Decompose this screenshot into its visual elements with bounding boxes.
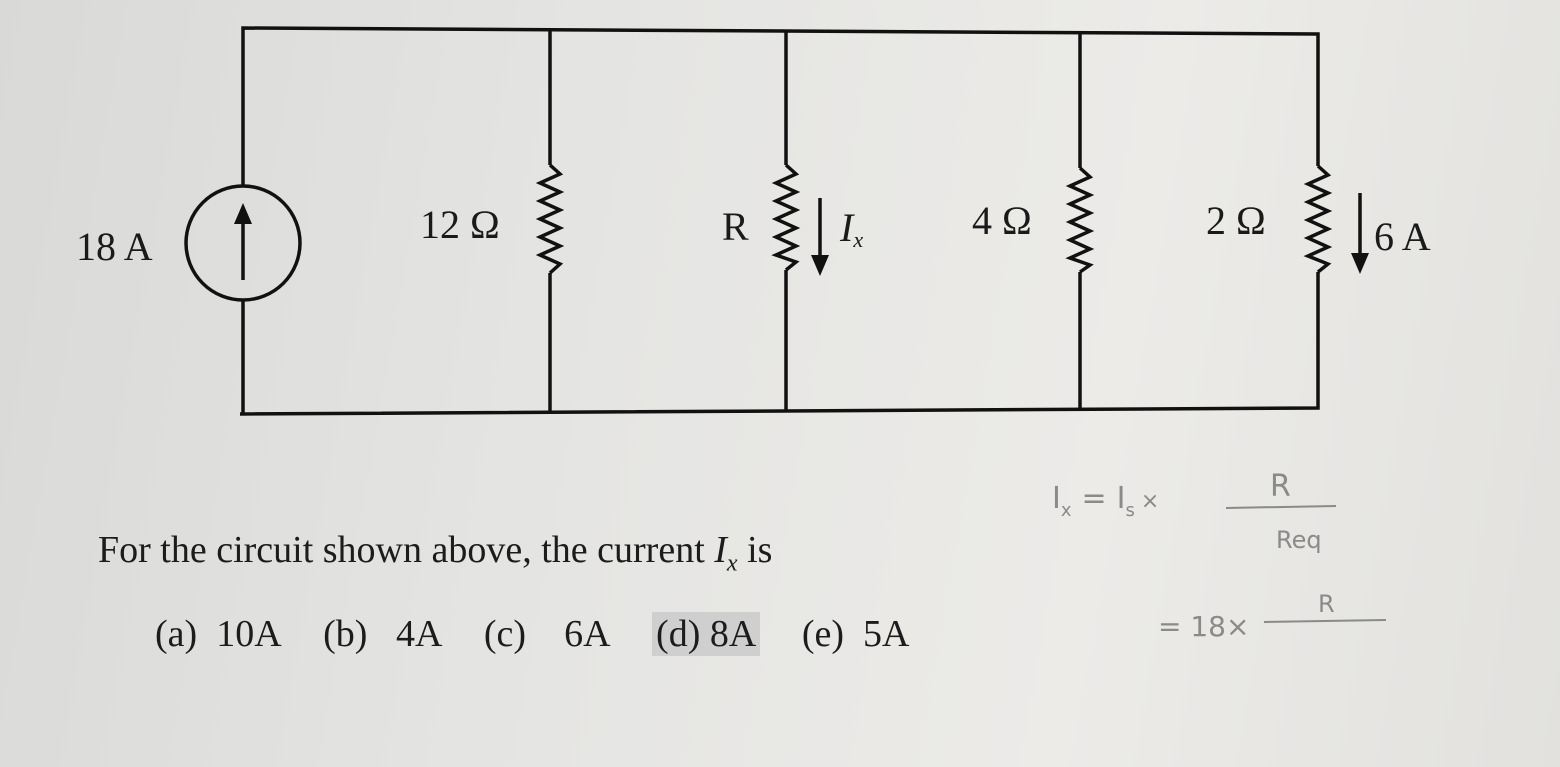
arrow-down-icon [1351, 253, 1369, 274]
handwriting-fraction-num: R [1270, 469, 1291, 504]
current-ix-label: Ix [839, 205, 863, 252]
arrow-down-icon [811, 255, 829, 276]
choice-a[interactable]: (a) 10A [155, 613, 282, 655]
resistor-4-ohm-label: 4 Ω [972, 198, 1032, 243]
handwriting-fraction-bar [1225, 505, 1337, 509]
source-label: 18 A [76, 224, 153, 269]
question-suffix: is [737, 529, 773, 571]
resistor-12-ohm-label: 12 Ω [420, 202, 500, 247]
answer-choices: (a) 10A (b) 4A (c) 6A (d) 8A (e) 5A [155, 612, 941, 656]
current-arrow-6a [1351, 193, 1369, 274]
choice-c[interactable]: (c) 6A [483, 613, 611, 655]
choice-b[interactable]: (b) 4A [323, 613, 443, 655]
arrow-up-icon [234, 203, 252, 224]
resistor-r [771, 163, 801, 272]
resistor-12-ohm [535, 163, 565, 275]
question-text: For the circuit shown above, the current… [98, 528, 772, 578]
choice-e[interactable]: (e) 5A [801, 613, 910, 655]
handwriting-line2-bar [1263, 619, 1387, 623]
handwriting-line2-num: R [1318, 590, 1335, 618]
handwriting-line1: Ix=Is× [1052, 481, 1159, 521]
current-6a-label: 6 A [1374, 214, 1431, 259]
circuit-wires [239, 26, 1320, 416]
resistor-2-ohm [1303, 164, 1333, 274]
current-source [184, 184, 302, 302]
current-arrow-ix [811, 198, 829, 276]
handwriting-line2: = 18× [1158, 610, 1249, 643]
question-variable: Ix [714, 529, 738, 577]
question-prefix: For the circuit shown above, the current [98, 529, 715, 571]
resistor-2-ohm-label: 2 Ω [1206, 198, 1266, 243]
choice-d[interactable]: (d) 8A [652, 612, 761, 656]
resistor-r-label: R [722, 204, 749, 249]
handwriting-fraction-den: Req [1276, 526, 1322, 554]
handwritten-notes: Ix=Is× R Req = 18× R [1052, 469, 1387, 643]
resistor-4-ohm [1065, 166, 1095, 274]
